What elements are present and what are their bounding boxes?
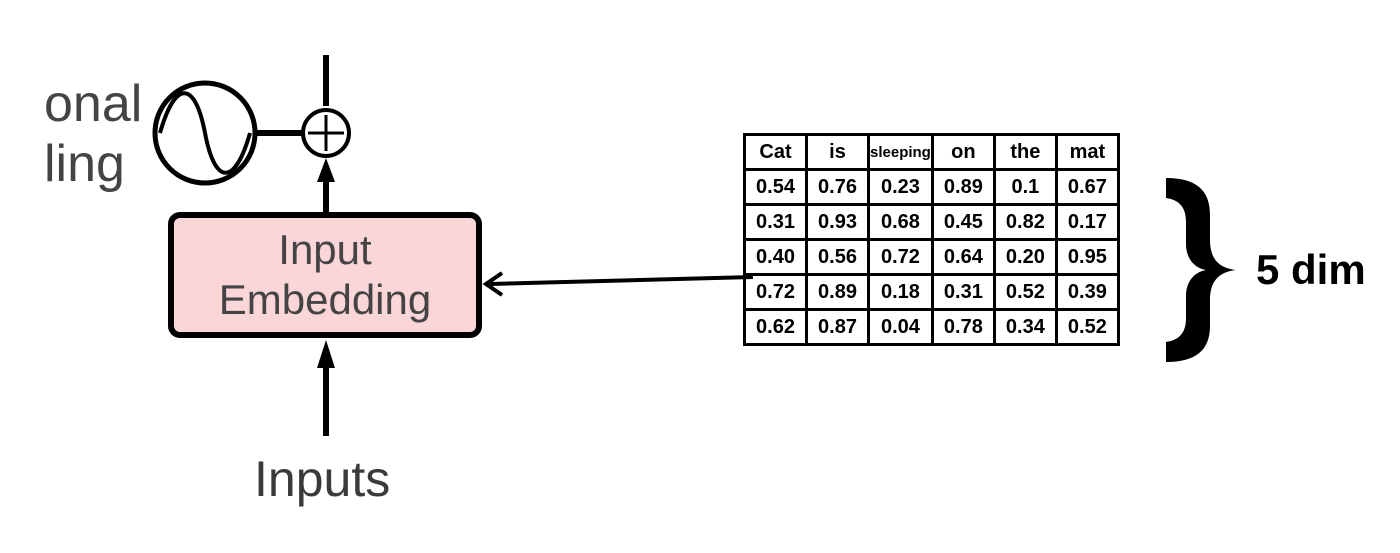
dimension-label: 5 dim: [1256, 246, 1366, 293]
header-cell: on: [930, 133, 996, 171]
header-cell: the: [992, 133, 1058, 171]
table-cell: 0.72: [743, 273, 808, 311]
table-cell: 0.64: [930, 238, 996, 276]
table-cell: 0.20: [992, 238, 1058, 276]
table-cell: 0.93: [805, 203, 870, 241]
input-embedding-label-line2: Embedding: [218, 276, 432, 323]
table-cell: 0.62: [743, 308, 808, 346]
table-row: 0.54 0.76 0.23 0.89 0.1 0.67: [743, 168, 1120, 206]
table-row: 0.40 0.56 0.72 0.64 0.20 0.95: [743, 238, 1120, 276]
table-cell: 0.82: [992, 203, 1058, 241]
header-cell: Cat: [743, 133, 808, 171]
table-cell: 0.04: [867, 308, 934, 346]
header-cell: is: [805, 133, 870, 171]
input-embedding-label-line1: Input: [278, 226, 372, 273]
table-cell: 0.40: [743, 238, 808, 276]
header-cell: mat: [1054, 133, 1120, 171]
inputs-to-embedding-arrow: [317, 340, 335, 436]
table-header-row: Cat is sleeping on the mat: [743, 133, 1120, 171]
table-cell: 0.1: [992, 168, 1058, 206]
table-cell: 0.89: [805, 273, 870, 311]
adder-plus-icon: [301, 108, 351, 158]
header-cell: sleeping: [867, 133, 934, 171]
table-cell: 0.39: [1054, 273, 1120, 311]
positional-encoding-label-line1: onal: [44, 75, 143, 133]
positional-encoding-sine-icon: [152, 80, 258, 186]
dimension-brace-icon: [1166, 178, 1236, 362]
table-cell: 0.34: [992, 308, 1058, 346]
table-cell: 0.67: [1054, 168, 1120, 206]
table-cell: 0.95: [1054, 238, 1120, 276]
table-cell: 0.56: [805, 238, 870, 276]
table-cell: 0.17: [1054, 203, 1120, 241]
table-cell: 0.45: [930, 203, 996, 241]
table-cell: 0.52: [992, 273, 1058, 311]
embedding-to-adder-arrow: [317, 158, 335, 212]
table-cell: 0.78: [930, 308, 996, 346]
table-row: 0.62 0.87 0.04 0.78 0.34 0.52: [743, 308, 1120, 346]
table-cell: 0.31: [743, 203, 808, 241]
input-embedding-block: Input Embedding: [168, 212, 482, 338]
table-cell: 0.76: [805, 168, 870, 206]
table-cell: 0.72: [867, 238, 934, 276]
table-cell: 0.18: [867, 273, 934, 311]
table-cell: 0.54: [743, 168, 808, 206]
table-cell: 0.89: [930, 168, 996, 206]
embedding-table: Cat is sleeping on the mat 0.54 0.76 0.2…: [743, 133, 1120, 346]
inputs-label: Inputs: [254, 451, 391, 507]
table-cell: 0.52: [1054, 308, 1120, 346]
table-to-embedding-arrow: [482, 271, 754, 297]
table-row: 0.31 0.93 0.68 0.45 0.82 0.17: [743, 203, 1120, 241]
table-cell: 0.68: [867, 203, 934, 241]
table-cell: 0.87: [805, 308, 870, 346]
table-cell: 0.23: [867, 168, 934, 206]
table-cell: 0.31: [930, 273, 996, 311]
positional-encoding-label-line2: ling: [44, 135, 125, 193]
table-row: 0.72 0.89 0.18 0.31 0.52 0.39: [743, 273, 1120, 311]
